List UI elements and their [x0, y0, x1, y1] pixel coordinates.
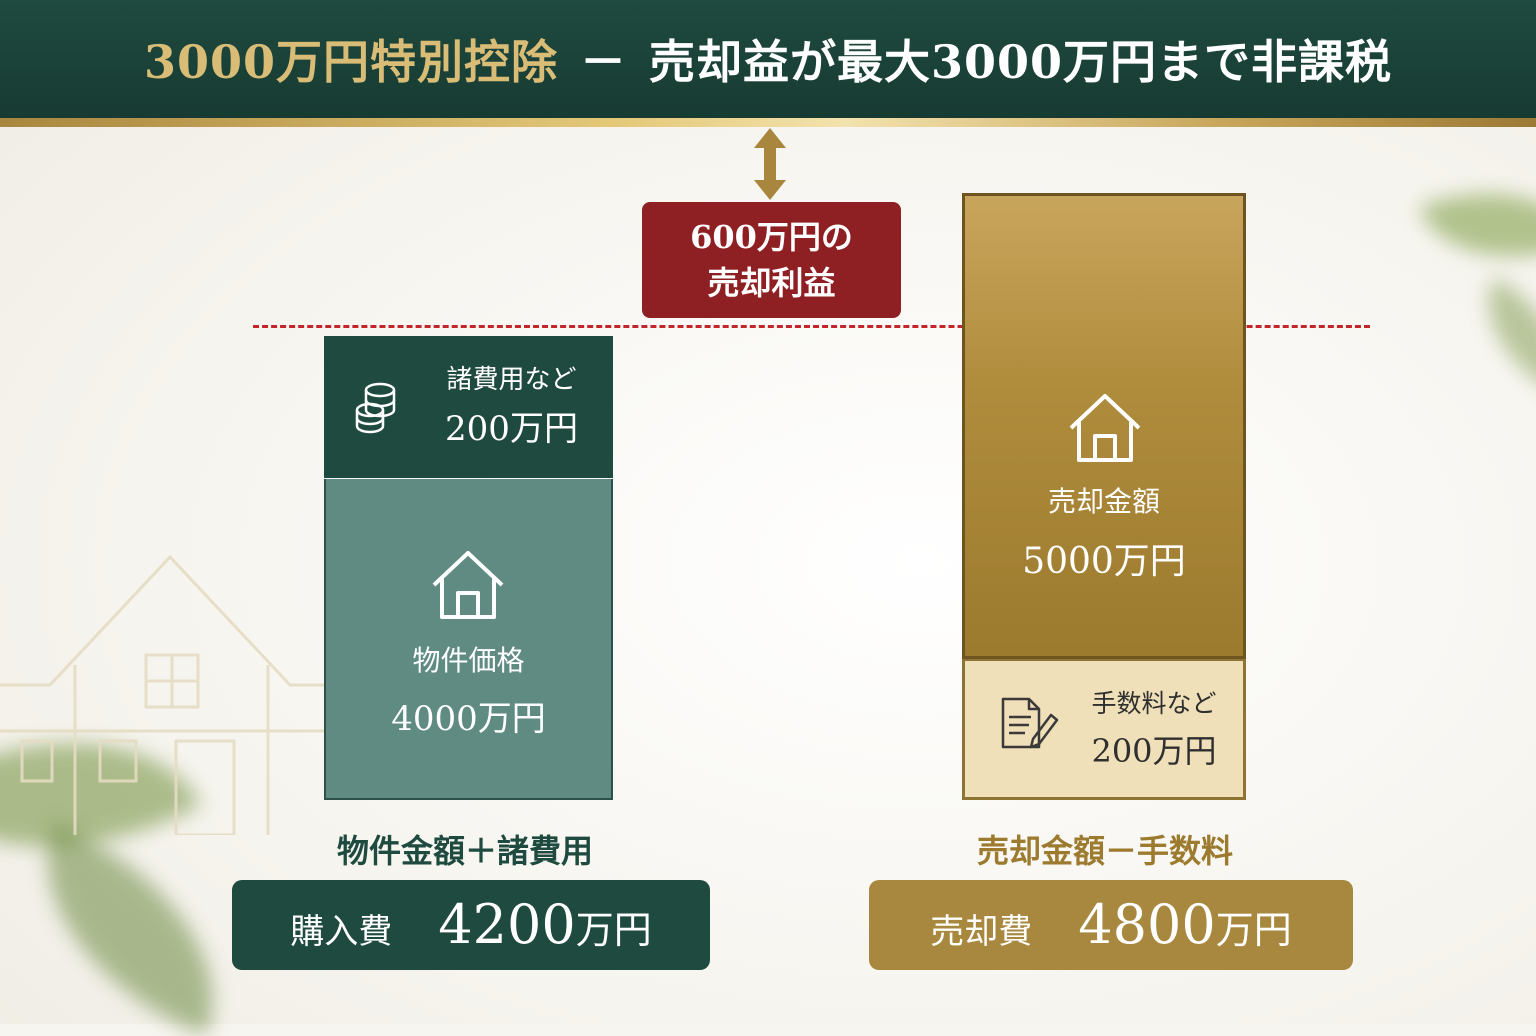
commission-block: 手数料など 200万円	[962, 659, 1246, 800]
coins-icon	[355, 382, 396, 434]
title-highlight: 3000万円特別控除	[143, 35, 558, 89]
page-header: 3000万円特別控除 － 売却益が最大3000万円まで非課税	[0, 0, 1536, 118]
sale-total-value: 4800	[1078, 893, 1216, 956]
sale-amount-block: 売却金額 5000万円	[962, 193, 1246, 659]
profit-line2: 売却利益	[707, 264, 836, 302]
purchase-total-unit: 万円	[575, 908, 652, 952]
property-price-block: 物件価格 4000万円	[324, 479, 613, 800]
purchase-fees-block: 諸費用など 200万円	[324, 336, 613, 478]
commission-value: 200万円	[1091, 732, 1217, 770]
profit-line1: 600万円の	[690, 218, 853, 256]
price-label: 物件価格	[412, 644, 525, 677]
house-icon	[1069, 394, 1141, 462]
sale-total-label: 売却費	[930, 912, 1033, 952]
double-arrow-icon	[754, 128, 786, 200]
sale-total-unit: 万円	[1215, 908, 1292, 952]
sale-threshold-line	[253, 325, 1370, 328]
sale-amount-value: 5000万円	[1022, 541, 1186, 582]
sale-formula: 売却金額－手数料	[976, 832, 1233, 870]
header-gold-rule	[0, 118, 1536, 127]
title-rest: 売却益が最大3000万円まで非課税	[649, 35, 1393, 89]
document-pen-icon	[1001, 697, 1059, 749]
commission-label: 手数料など	[1091, 689, 1217, 718]
sale-amount-label: 売却金額	[1047, 485, 1160, 518]
house-icon	[432, 551, 504, 619]
title-dash: －	[580, 35, 627, 89]
background-house-illustration	[0, 554, 330, 835]
fees-label: 諸費用など	[446, 365, 577, 395]
sale-total-pill: 売却費 4800 万円	[869, 880, 1353, 970]
purchase-total-label: 購入費	[290, 912, 393, 952]
purchase-total-value: 4200	[438, 893, 576, 956]
fees-value: 200万円	[445, 409, 578, 449]
price-value: 4000万円	[391, 699, 546, 739]
purchase-formula: 物件金額＋諸費用	[336, 832, 593, 870]
profit-callout: 600万円の 売却利益	[642, 202, 901, 318]
purchase-total-pill: 購入費 4200 万円	[232, 880, 710, 970]
